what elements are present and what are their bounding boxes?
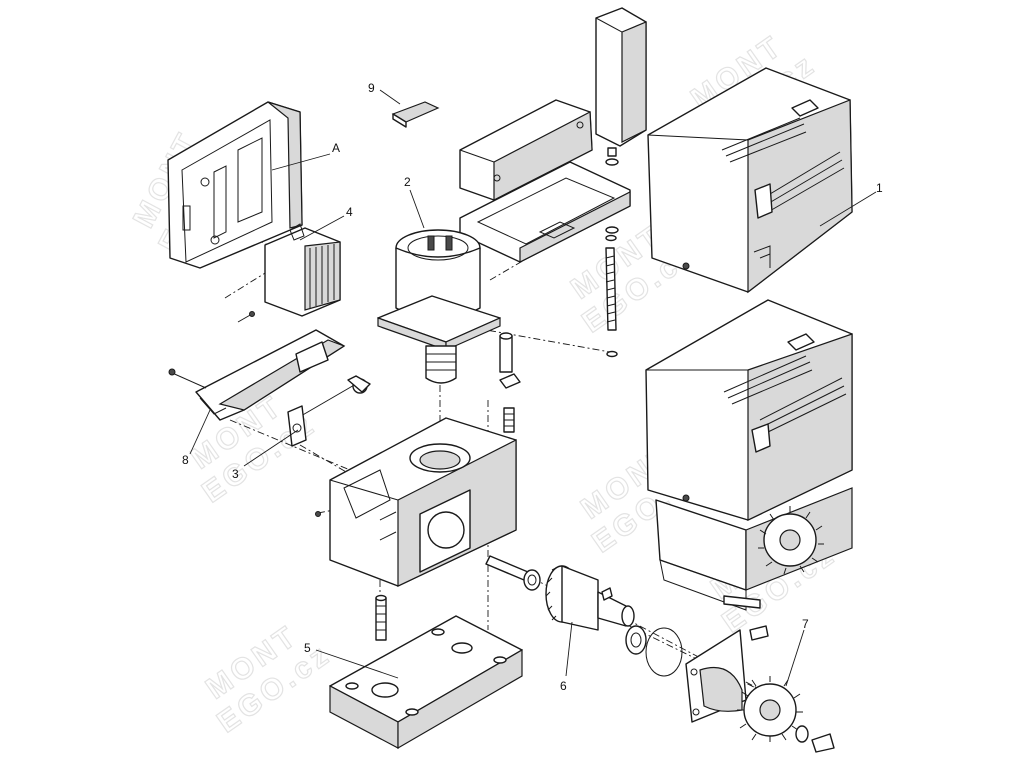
spring-bracket-part-3 bbox=[287, 375, 371, 447]
locking-pins bbox=[499, 332, 521, 433]
callout-7: 7 bbox=[802, 617, 809, 631]
battery-block bbox=[459, 99, 593, 201]
motor-part-2 bbox=[377, 229, 501, 384]
drive-shaft-part-6 bbox=[545, 565, 635, 631]
base-plate-part-5 bbox=[329, 615, 523, 750]
callout-3: 3 bbox=[232, 467, 239, 481]
callout-4: 4 bbox=[346, 205, 353, 219]
control-cover-part-a bbox=[167, 101, 303, 269]
assembled-operator bbox=[645, 299, 853, 611]
pinion-gear-part-7 bbox=[737, 676, 803, 742]
gear-bolt-set bbox=[749, 625, 835, 753]
o-ring bbox=[645, 627, 683, 677]
callout-5: 5 bbox=[304, 641, 311, 655]
relay-box bbox=[595, 7, 647, 147]
callout-9: 9 bbox=[368, 81, 375, 95]
base-bolt bbox=[375, 594, 387, 641]
motor-cover-part-1 bbox=[647, 67, 853, 294]
callout-6: 6 bbox=[560, 679, 567, 693]
shaft-pin bbox=[485, 555, 541, 591]
callout-2: 2 bbox=[404, 175, 411, 189]
gearbox-housing bbox=[315, 417, 517, 587]
threaded-rod bbox=[605, 147, 619, 358]
callout-8: 8 bbox=[182, 453, 189, 467]
callout-labels: 9 2 A 4 1 3 8 5 6 7 bbox=[182, 81, 883, 693]
flange-cover bbox=[685, 629, 747, 723]
bearing-ring bbox=[625, 625, 647, 655]
limit-bracket-part-8 bbox=[168, 329, 346, 421]
heat-sink-part-4 bbox=[264, 223, 341, 317]
fuse-part-9 bbox=[391, 101, 440, 128]
callout-a: A bbox=[332, 141, 340, 155]
screw bbox=[237, 311, 255, 323]
callout-1: 1 bbox=[876, 181, 883, 195]
leader-lines bbox=[189, 89, 877, 687]
